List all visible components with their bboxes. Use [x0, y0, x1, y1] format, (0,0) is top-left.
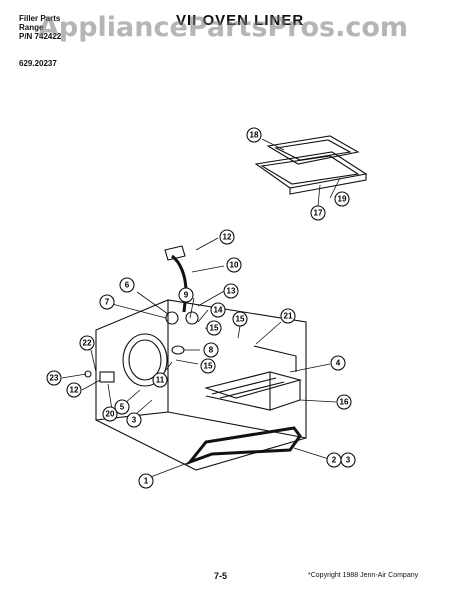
oven-liner-floor-edge — [167, 411, 307, 439]
oven-liner — [95, 299, 307, 471]
header-appliance: Range — [19, 23, 44, 32]
svg-text:2: 2 — [332, 456, 337, 465]
svg-text:5: 5 — [120, 403, 125, 412]
callout-21: 21 — [280, 308, 296, 324]
header-category: Filler Parts — [19, 14, 61, 23]
broiler-pan-insert-grid — [274, 139, 352, 161]
callout-12-left: 12 — [66, 382, 82, 398]
callout-11: 11 — [152, 372, 168, 388]
svg-text:23: 23 — [50, 374, 59, 383]
sensor-bracket — [185, 311, 199, 325]
svg-text:16: 16 — [340, 398, 349, 407]
callout-12-top: 12 — [219, 229, 235, 245]
model-number: 629.20237 — [19, 59, 57, 68]
callout-15-a: 15 — [206, 320, 222, 336]
svg-text:22: 22 — [83, 339, 92, 348]
callout-2: 2 — [326, 452, 342, 468]
svg-text:3: 3 — [346, 456, 351, 465]
oven-liner-window-opening — [122, 333, 168, 387]
callout-9: 9 — [178, 287, 194, 303]
svg-text:9: 9 — [184, 291, 189, 300]
svg-text:20: 20 — [106, 410, 115, 419]
callout-15-b: 15 — [232, 311, 248, 327]
callout-4: 4 — [330, 355, 346, 371]
header-part-number: P/N 742422 — [19, 32, 62, 41]
callout-3-left: 3 — [126, 412, 142, 428]
callout-3-right: 3 — [340, 452, 356, 468]
broil-element-bracket — [253, 345, 297, 372]
svg-text:10: 10 — [230, 261, 239, 270]
broiler-pan-insert — [266, 135, 360, 165]
svg-text:15: 15 — [204, 362, 213, 371]
svg-text:19: 19 — [338, 195, 347, 204]
copyright-notice: *Copyright 1988 Jenn-Air Company — [308, 572, 419, 579]
broiler-pan-assembly — [254, 135, 368, 195]
callout-23: 23 — [46, 370, 62, 386]
callout-7: 7 — [99, 294, 115, 310]
svg-text:12: 12 — [223, 233, 232, 242]
bake-element-upper — [204, 371, 303, 399]
svg-text:21: 21 — [284, 312, 293, 321]
watermark: AppliancePartsPros.com — [38, 12, 409, 43]
svg-text:18: 18 — [250, 131, 259, 140]
svg-text:4: 4 — [336, 359, 341, 368]
oven-liner-outline — [95, 299, 307, 471]
vent-tube-cap — [164, 245, 186, 261]
svg-text:6: 6 — [125, 281, 130, 290]
callout-15-c: 15 — [200, 358, 216, 374]
vent-tube — [171, 254, 188, 313]
callout-22: 22 — [79, 335, 95, 351]
callout-13: 13 — [223, 283, 239, 299]
door-switch — [99, 371, 115, 383]
callout-1: 1 — [138, 473, 154, 489]
svg-text:13: 13 — [227, 287, 236, 296]
callout-20: 20 — [102, 406, 118, 422]
callout-18: 18 — [246, 127, 262, 143]
svg-text:3: 3 — [132, 416, 137, 425]
callout-10: 10 — [226, 257, 242, 273]
svg-text:15: 15 — [236, 315, 245, 324]
svg-text:8: 8 — [209, 346, 214, 355]
page-number: 7-5 — [214, 571, 228, 581]
svg-text:15: 15 — [210, 324, 219, 333]
callout-16: 16 — [336, 394, 352, 410]
callout-8: 8 — [203, 342, 219, 358]
gasket-ring — [171, 345, 185, 355]
svg-text:11: 11 — [156, 376, 165, 385]
svg-text:7: 7 — [105, 298, 110, 307]
callout-19: 19 — [334, 191, 350, 207]
svg-text:14: 14 — [214, 306, 223, 315]
svg-text:1: 1 — [144, 477, 149, 486]
broiler-pan-rim — [289, 174, 367, 195]
bake-element-rod-a — [211, 377, 277, 395]
callout-17: 17 — [310, 205, 326, 221]
callout-5: 5 — [114, 399, 130, 415]
bake-element-rod-b — [219, 381, 285, 399]
svg-text:17: 17 — [314, 209, 323, 218]
oven-liner-inner-edge — [95, 300, 169, 421]
lower-element — [185, 426, 302, 466]
broiler-pan-ridges — [260, 155, 360, 185]
callout-6: 6 — [119, 277, 135, 293]
page-title: VII OVEN LINER — [176, 12, 305, 29]
callout-14: 14 — [210, 302, 226, 318]
oven-liner-window-inner — [128, 339, 162, 381]
svg-text:12: 12 — [70, 386, 79, 395]
